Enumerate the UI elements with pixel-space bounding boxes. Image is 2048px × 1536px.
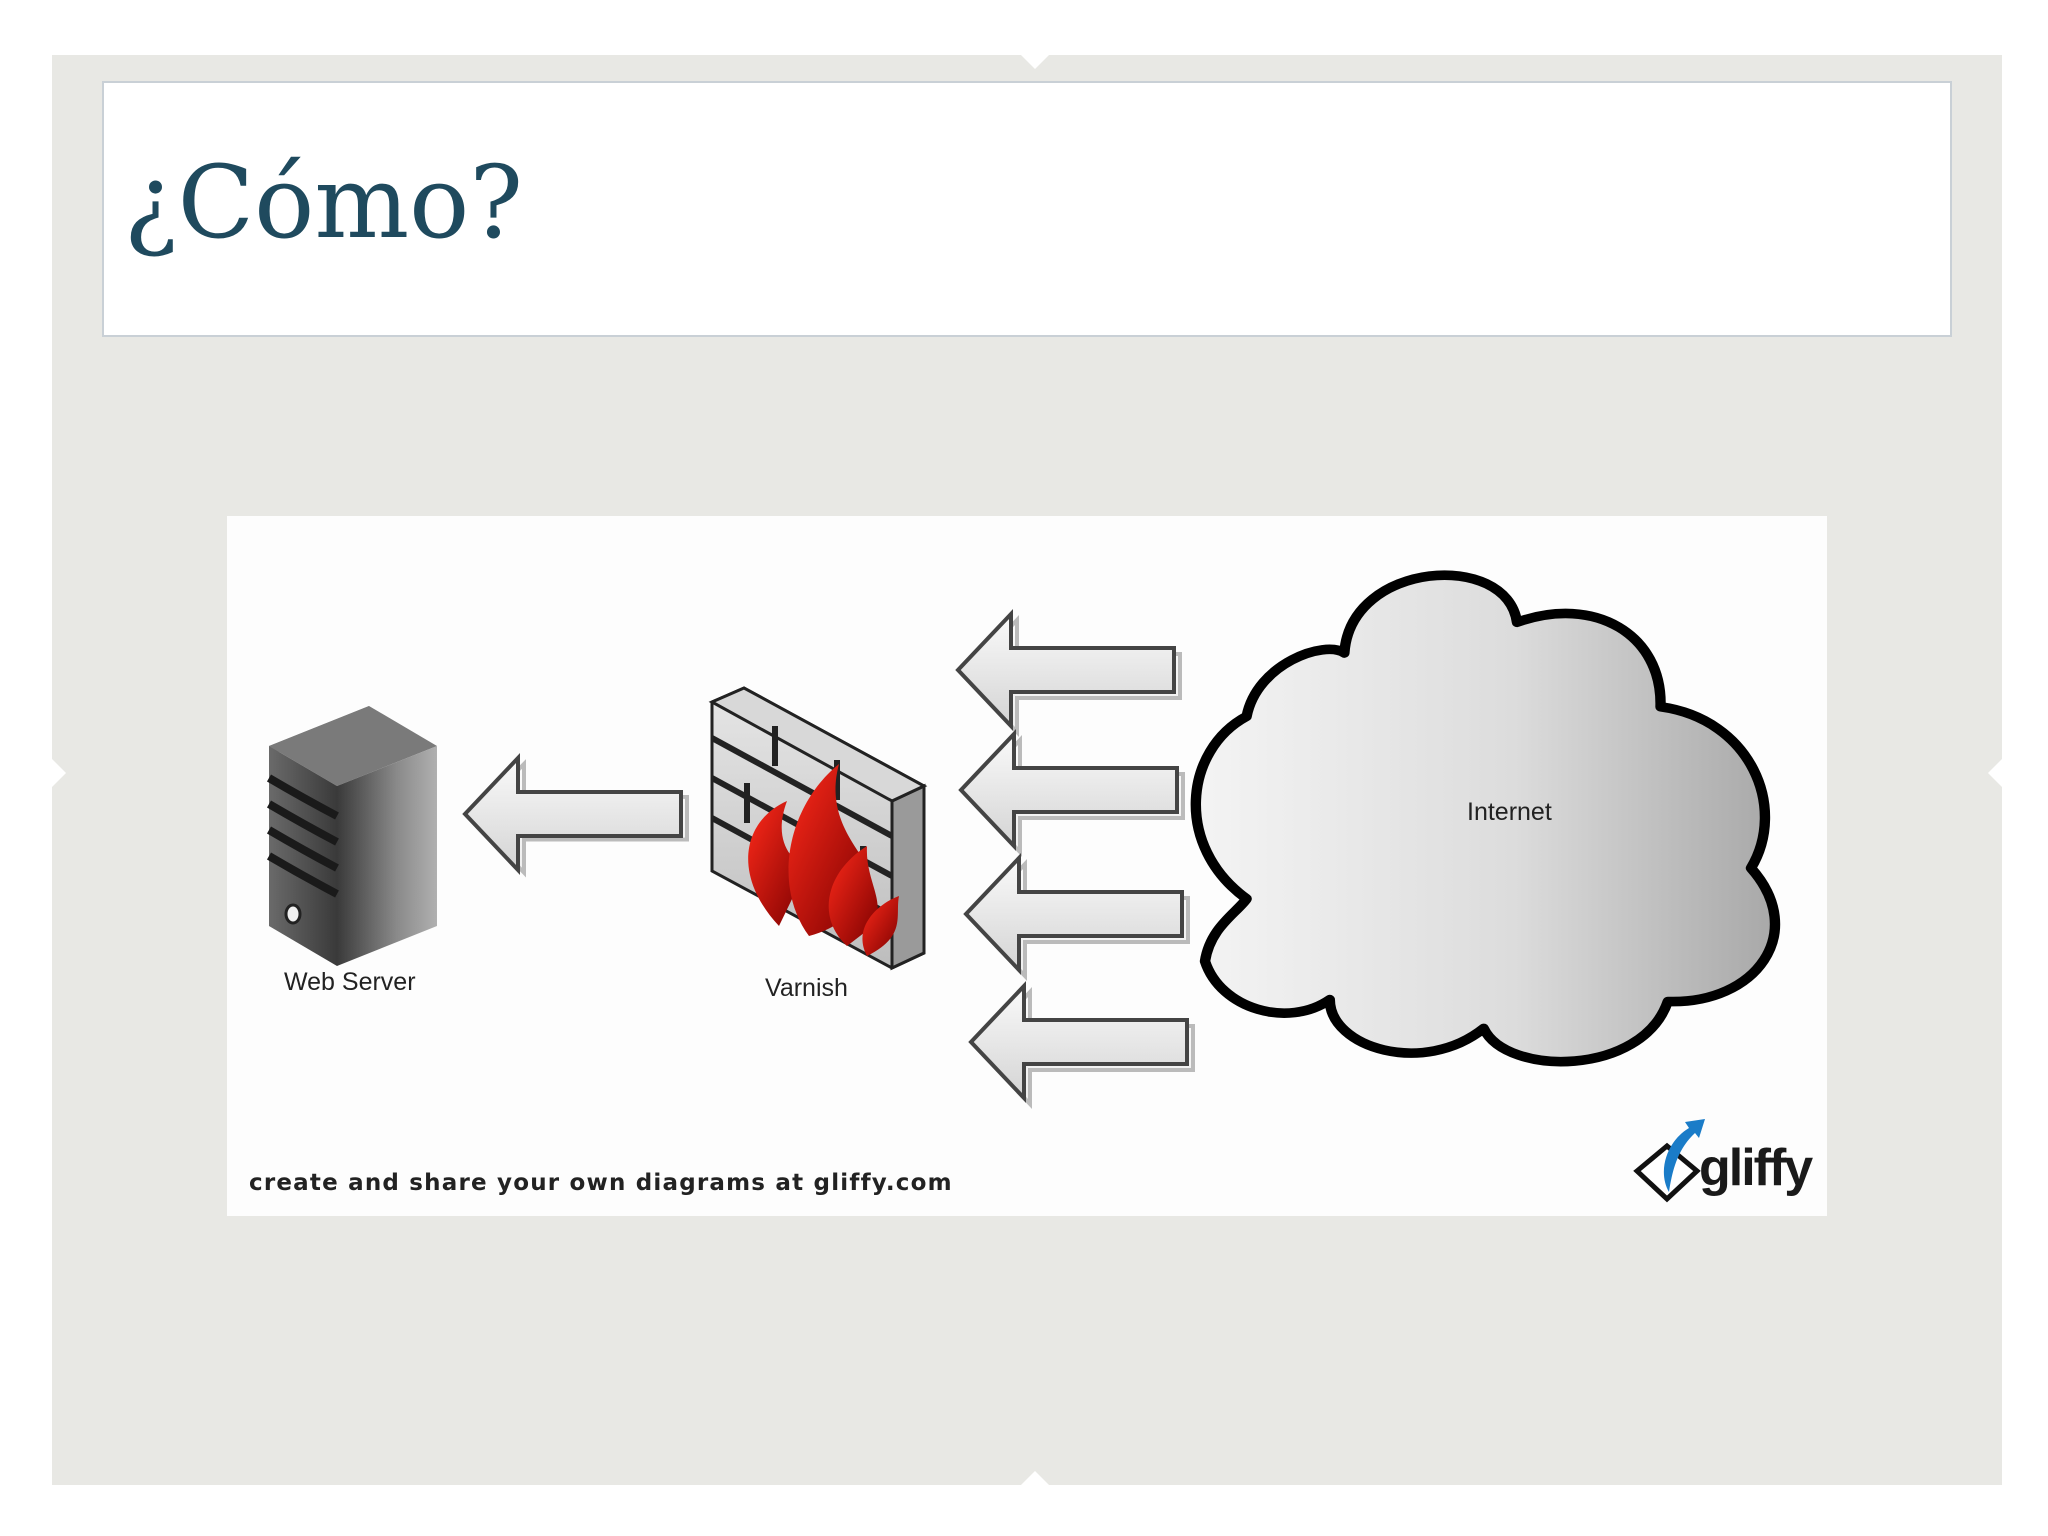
arrow-varnish-to-webserver xyxy=(463,756,689,875)
internet-cloud-icon xyxy=(1190,570,1781,1067)
slide-notch-bottom xyxy=(1021,1471,1049,1485)
diagram-footer-text: create and share your own diagrams at gl… xyxy=(249,1170,953,1196)
slide-notch-left xyxy=(52,759,66,787)
varnish-label: Varnish xyxy=(765,974,848,1002)
arrow-internet-to-varnish-1 xyxy=(956,612,1182,734)
internet-label: Internet xyxy=(1467,798,1552,826)
slide-notch-top xyxy=(1021,55,1049,69)
web-server-icon xyxy=(266,706,437,966)
slide-title: ¿Cómo? xyxy=(124,144,523,261)
title-box: ¿Cómo? xyxy=(102,81,1952,337)
diagram-image: Web Server Varnish Internet create and s… xyxy=(227,516,1827,1216)
arrow-internet-to-varnish-2 xyxy=(959,732,1185,854)
gliffy-brand-text: gliffy xyxy=(1699,1139,1813,1197)
arrow-internet-to-varnish-4 xyxy=(969,984,1195,1106)
slide-notch-right xyxy=(1988,759,2002,787)
arrow-internet-to-varnish-3 xyxy=(964,856,1190,978)
web-server-label: Web Server xyxy=(284,968,416,996)
varnish-firewall-icon xyxy=(708,686,928,971)
diagram-canvas xyxy=(266,570,1781,1203)
gliffy-logo-icon xyxy=(1633,1119,1705,1203)
